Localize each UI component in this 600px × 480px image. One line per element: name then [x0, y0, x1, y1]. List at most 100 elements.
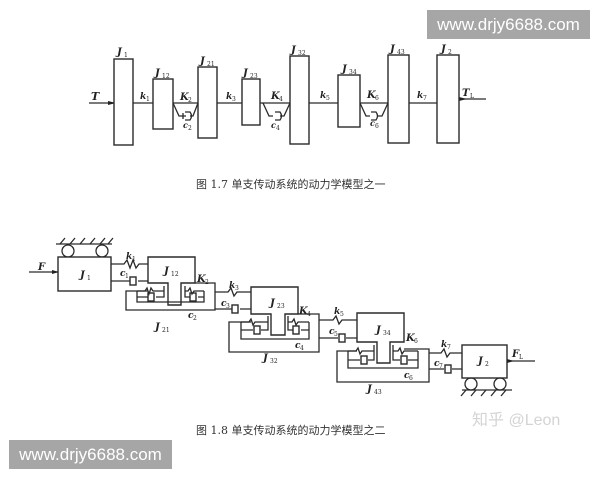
svg-text:k: k — [226, 92, 232, 102]
svg-text:1: 1 — [87, 275, 91, 282]
svg-text:4: 4 — [279, 96, 283, 103]
svg-text:J: J — [115, 47, 123, 58]
svg-text:K: K — [366, 90, 377, 101]
figure-1-8-diagram — [29, 237, 535, 397]
svg-text:k: k — [334, 307, 340, 317]
svg-text:c: c — [434, 359, 440, 369]
svg-text:5: 5 — [340, 311, 344, 318]
svg-text:c: c — [188, 311, 194, 321]
svg-text:32: 32 — [270, 358, 278, 365]
svg-text:J: J — [388, 44, 396, 55]
figure-1-8-labels: F J 1 J 12 J 21 J 23 J 32 J 34 J 43 J 2 … — [37, 252, 523, 396]
svg-text:J: J — [153, 322, 161, 333]
svg-text:3: 3 — [226, 303, 230, 310]
svg-text:J: J — [340, 64, 348, 75]
disc-J34 — [337, 74, 361, 128]
svg-text:23: 23 — [250, 73, 258, 80]
svg-text:12: 12 — [162, 73, 170, 80]
mesh-damper-c4 — [262, 102, 291, 121]
watermark-bottom-left: www.drjy6688.com — [9, 440, 172, 469]
svg-text:c: c — [370, 118, 375, 128]
svg-text:7: 7 — [439, 363, 443, 370]
svg-text:1: 1 — [132, 256, 136, 263]
svg-text:k: k — [126, 252, 132, 262]
svg-text:J: J — [78, 270, 86, 281]
mesh-damper-c2 — [172, 102, 199, 121]
mass-J1 — [57, 256, 112, 292]
svg-text:2: 2 — [193, 315, 197, 322]
svg-text:K: K — [298, 306, 309, 317]
figure-1-7-labels: T J 1 J 12 J 21 J 23 J 32 J 34 J 43 J 2 … — [91, 44, 474, 132]
svg-text:c: c — [120, 269, 126, 279]
svg-text:F: F — [511, 349, 520, 360]
svg-text:k: k — [320, 91, 326, 101]
svg-text:12: 12 — [171, 271, 179, 278]
svg-text:7: 7 — [447, 344, 451, 351]
svg-text:L: L — [519, 354, 523, 361]
svg-text:F: F — [37, 262, 46, 273]
svg-text:K: K — [270, 91, 281, 102]
svg-text:k: k — [140, 92, 146, 102]
svg-text:43: 43 — [374, 389, 382, 396]
svg-text:6: 6 — [375, 123, 379, 130]
svg-text:6: 6 — [375, 95, 379, 102]
figure-1-7-caption: 图 1.7 单支传动系统的动力学模型之一 — [196, 178, 386, 191]
svg-text:6: 6 — [414, 338, 418, 345]
svg-text:4: 4 — [307, 311, 311, 318]
svg-text:2: 2 — [188, 125, 192, 132]
svg-text:2: 2 — [485, 361, 489, 368]
svg-text:2: 2 — [188, 97, 192, 104]
inertia-discs — [113, 54, 460, 146]
disc-J43 — [387, 54, 410, 144]
figure-1-8-caption: 图 1.8 单支传动系统的动力学模型之二 — [196, 424, 386, 437]
svg-text:J: J — [268, 298, 276, 309]
svg-text:21: 21 — [162, 327, 170, 334]
svg-text:3: 3 — [235, 285, 239, 292]
svg-text:4: 4 — [300, 345, 304, 352]
svg-text:c: c — [329, 327, 335, 337]
svg-text:43: 43 — [397, 49, 405, 56]
svg-text:5: 5 — [334, 331, 338, 338]
svg-text:c: c — [271, 120, 276, 130]
svg-text:J: J — [162, 266, 170, 277]
svg-text:2: 2 — [205, 279, 209, 286]
svg-text:J: J — [476, 356, 484, 367]
svg-text:K: K — [179, 92, 190, 103]
svg-text:23: 23 — [277, 303, 285, 310]
svg-text:32: 32 — [298, 50, 306, 57]
svg-text:c: c — [221, 299, 227, 309]
svg-text:L: L — [470, 93, 474, 100]
disc-J21 — [197, 66, 218, 139]
svg-text:1: 1 — [124, 52, 128, 59]
svg-text:J: J — [241, 68, 249, 79]
disc-J23 — [241, 78, 261, 126]
svg-text:J: J — [374, 325, 382, 336]
shaft-lines — [89, 97, 486, 105]
svg-text:c: c — [404, 371, 410, 381]
svg-text:c: c — [183, 120, 188, 130]
svg-text:34: 34 — [349, 69, 357, 76]
mass-J2 — [461, 344, 508, 379]
svg-text:21: 21 — [207, 61, 215, 68]
svg-text:2: 2 — [448, 49, 452, 56]
svg-text:1: 1 — [125, 273, 129, 280]
svg-text:5: 5 — [326, 95, 330, 102]
disc-J2 — [436, 54, 460, 144]
mesh-damper-c6 — [359, 102, 389, 121]
svg-text:c: c — [295, 341, 301, 351]
svg-text:T: T — [462, 88, 471, 99]
svg-text:J: J — [365, 384, 373, 395]
disc-J32 — [289, 55, 310, 145]
svg-text:K: K — [196, 274, 207, 285]
svg-text:k: k — [229, 281, 235, 291]
svg-text:K: K — [405, 333, 416, 344]
svg-text:J: J — [198, 56, 206, 67]
label-T: T — [91, 90, 100, 103]
svg-text:1: 1 — [146, 96, 150, 103]
svg-text:k: k — [441, 340, 447, 350]
watermark-top-right: www.drjy6688.com — [427, 10, 590, 39]
svg-text:6: 6 — [409, 375, 413, 382]
svg-text:7: 7 — [423, 95, 427, 102]
svg-text:J: J — [439, 44, 447, 55]
